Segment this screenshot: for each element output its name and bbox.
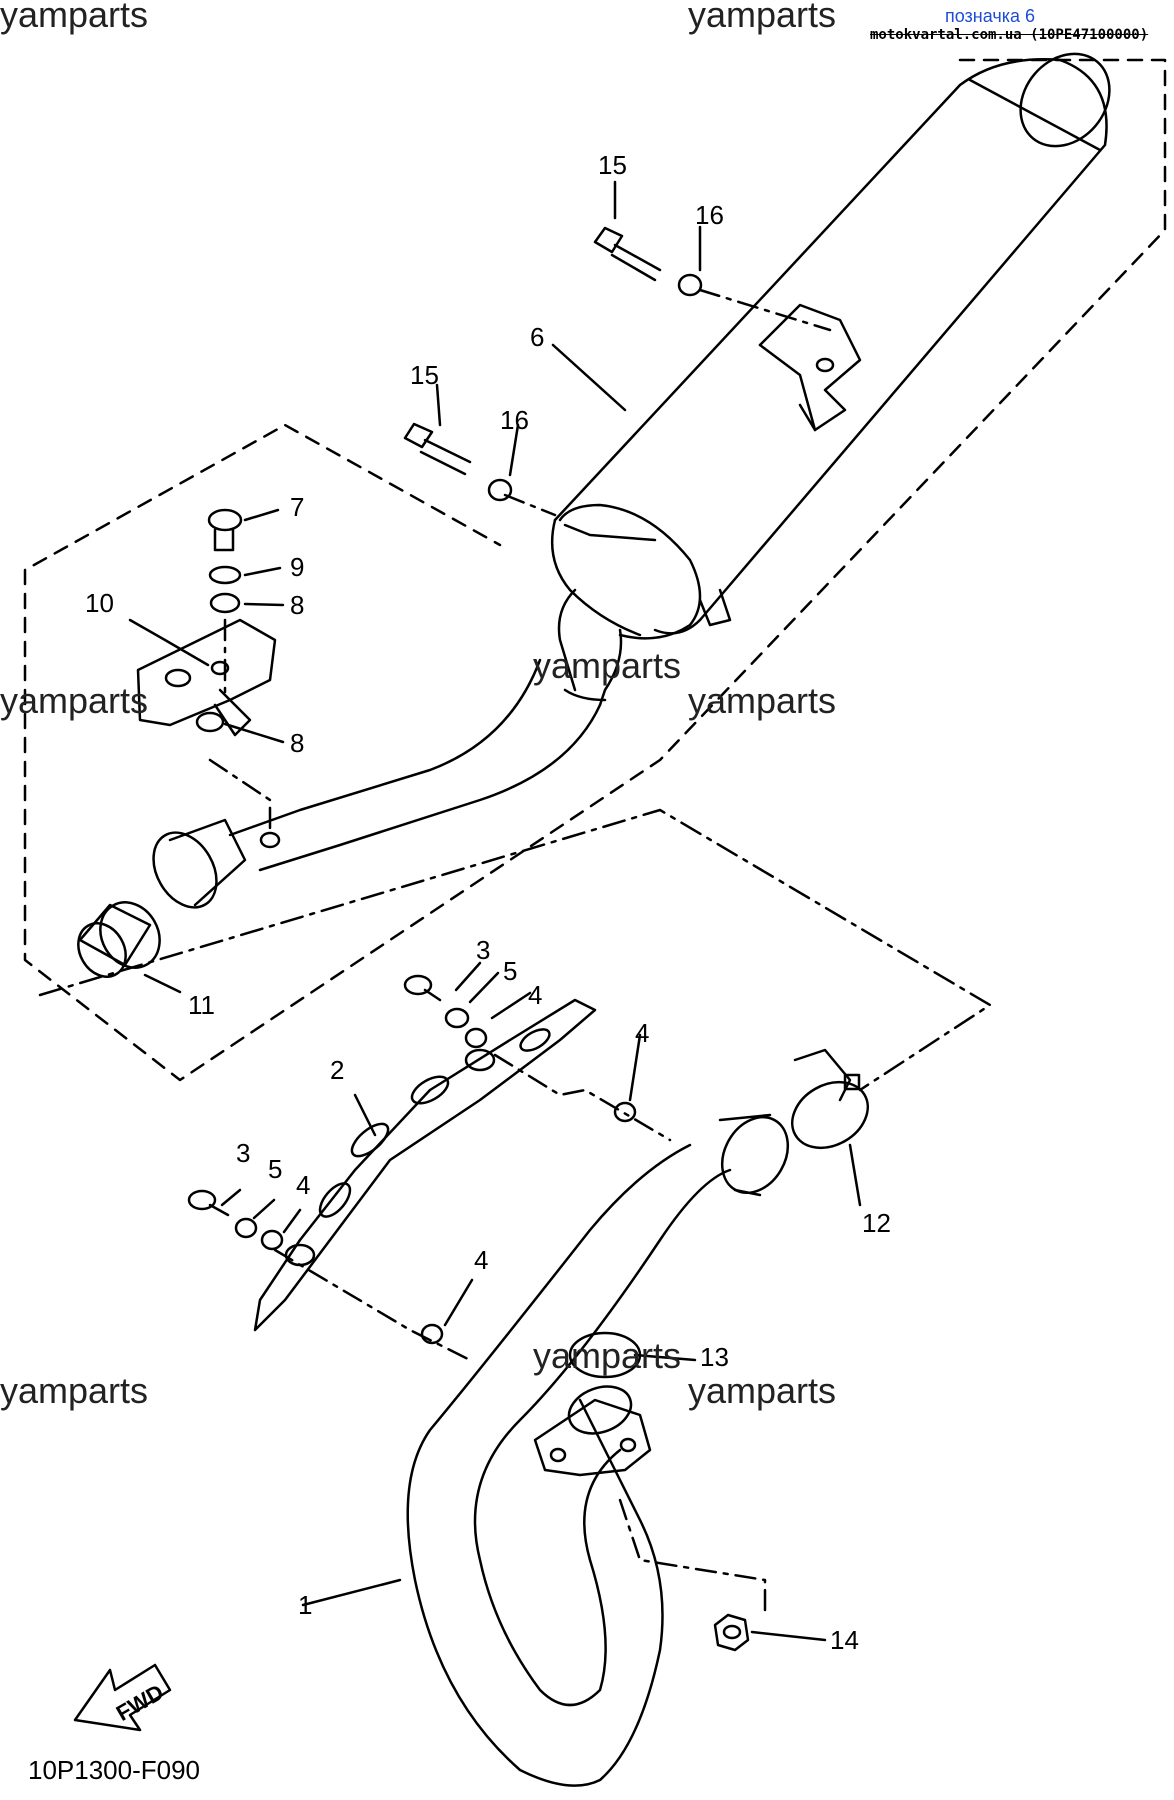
callout-part-6: 6: [530, 322, 545, 352]
callout-part-8: 8: [290, 728, 305, 758]
callout-part-10: 10: [85, 588, 114, 618]
callout-part-16: 16: [500, 405, 529, 435]
callout-part-16: 16: [695, 200, 724, 230]
bolt-15-upper: [593, 226, 662, 282]
nut-8-lower: [195, 711, 225, 733]
callout-part-7: 7: [290, 492, 305, 522]
clamp-bracket-10: [136, 618, 277, 737]
callout-part-4: 4: [474, 1245, 489, 1275]
callout-part-15: 15: [598, 150, 627, 180]
watermark: yamparts: [0, 680, 149, 721]
bolt-3-upper: [403, 974, 442, 1002]
grommet-4-upper: [464, 1027, 488, 1049]
callout-part-11: 11: [188, 990, 215, 1020]
pipe-outline-dashdot: [38, 808, 992, 1092]
grommet-4-right: [613, 1101, 637, 1123]
muffler-body: [550, 52, 1111, 640]
muffler-inlet-pipe: [152, 588, 623, 909]
callout-part-12: 12: [862, 1208, 891, 1238]
watermark: yamparts: [688, 680, 837, 721]
watermark: yamparts: [533, 645, 682, 686]
bolt-15-lower: [403, 422, 472, 476]
sleeve-gasket-11: [77, 901, 161, 978]
diagram-code: 10P1300-F090: [28, 1755, 201, 1785]
bolt-3-lower: [187, 1189, 230, 1217]
exhaust-pipe-1: [406, 1113, 790, 1787]
washer-5-upper: [444, 1007, 470, 1029]
washer-9: [208, 565, 242, 585]
watermark: yamparts: [533, 1335, 682, 1376]
callout-part-4: 4: [296, 1170, 311, 1200]
muffler-outline-dashed: [23, 58, 1167, 1082]
callout-part-4: 4: [635, 1018, 650, 1048]
clamp-12: [791, 1048, 869, 1150]
screw-7: [207, 508, 243, 552]
grommet-4-mid: [260, 1229, 284, 1251]
watermark: yamparts: [688, 0, 837, 35]
callout-part-8: 8: [290, 590, 305, 620]
nut-14: [713, 1613, 750, 1652]
callout-part-14: 14: [830, 1625, 859, 1655]
watermark: yamparts: [0, 1370, 149, 1411]
reference-label: позначка 6: [945, 6, 1036, 26]
callout-part-2: 2: [330, 1055, 345, 1085]
callout-part-13: 13: [700, 1342, 729, 1372]
fwd-arrow-icon: [73, 1663, 172, 1732]
callout-part-9: 9: [290, 552, 305, 582]
callout-part-15: 15: [410, 360, 439, 390]
washer-16-lower: [487, 478, 513, 502]
callout-part-1: 1: [298, 1590, 313, 1620]
callout-part-5: 5: [503, 956, 518, 986]
callout-part-5: 5: [268, 1154, 283, 1184]
washer-16-upper: [677, 273, 703, 297]
grommet-4-lower: [420, 1323, 444, 1345]
callout-part-3: 3: [236, 1138, 251, 1168]
callout-part-3: 3: [476, 935, 491, 965]
callout-part-4: 4: [528, 980, 543, 1010]
washer-5-lower: [234, 1217, 258, 1239]
watermark: yamparts: [0, 0, 149, 35]
heat-protector-2: [253, 998, 597, 1332]
watermark: yamparts: [688, 1370, 837, 1411]
reference-site-code: motokvartal.com.ua (10PE47100000): [870, 27, 1149, 43]
nut-8-upper: [209, 592, 241, 614]
